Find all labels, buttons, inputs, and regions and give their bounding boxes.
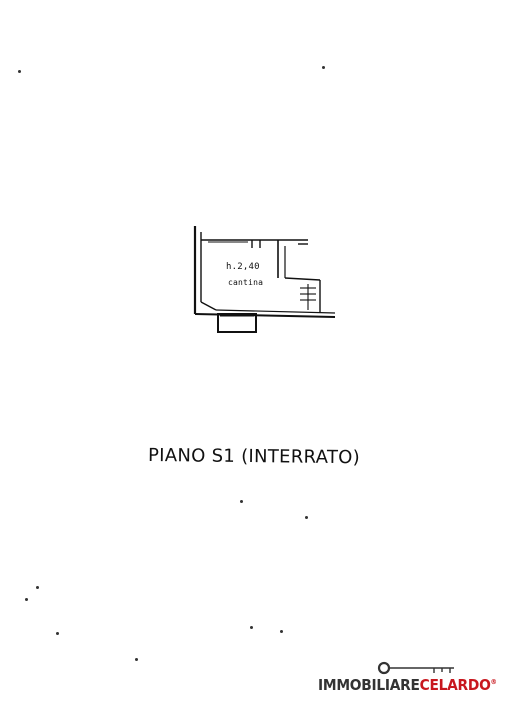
registered-mark: ® [490,678,497,686]
scan-speck [322,66,325,69]
brand-logo: IMMOBILIARECELARDO® [318,660,528,700]
door-box [217,313,257,333]
scan-speck [280,630,283,633]
scan-speck [240,500,243,503]
scan-speck [25,598,28,601]
scan-speck [36,586,39,589]
brand-name-part-a: IMMOBILIARE [318,676,420,694]
right-wall-top [284,277,321,281]
scan-speck [305,516,308,519]
brand-name-part-b: CELARDO [419,676,491,694]
room-name-label: cantina [228,278,264,287]
scan-speck [56,632,59,635]
scan-speck [135,658,138,661]
bottom-wall-outer [194,313,336,318]
basement-floor-plan: h.2,40 cantina [190,222,340,340]
room-height-label: h.2,40 [226,262,260,272]
brand-name: IMMOBILIARECELARDO® [318,676,497,694]
bottom-wall-inner [215,309,336,314]
scan-speck [250,626,253,629]
floor-title: PIANO S1 (INTERRATO) [147,445,361,469]
scan-speck [18,70,21,73]
key-icon [377,661,454,675]
plan-drawing [193,226,336,333]
corner-wall [200,301,217,311]
